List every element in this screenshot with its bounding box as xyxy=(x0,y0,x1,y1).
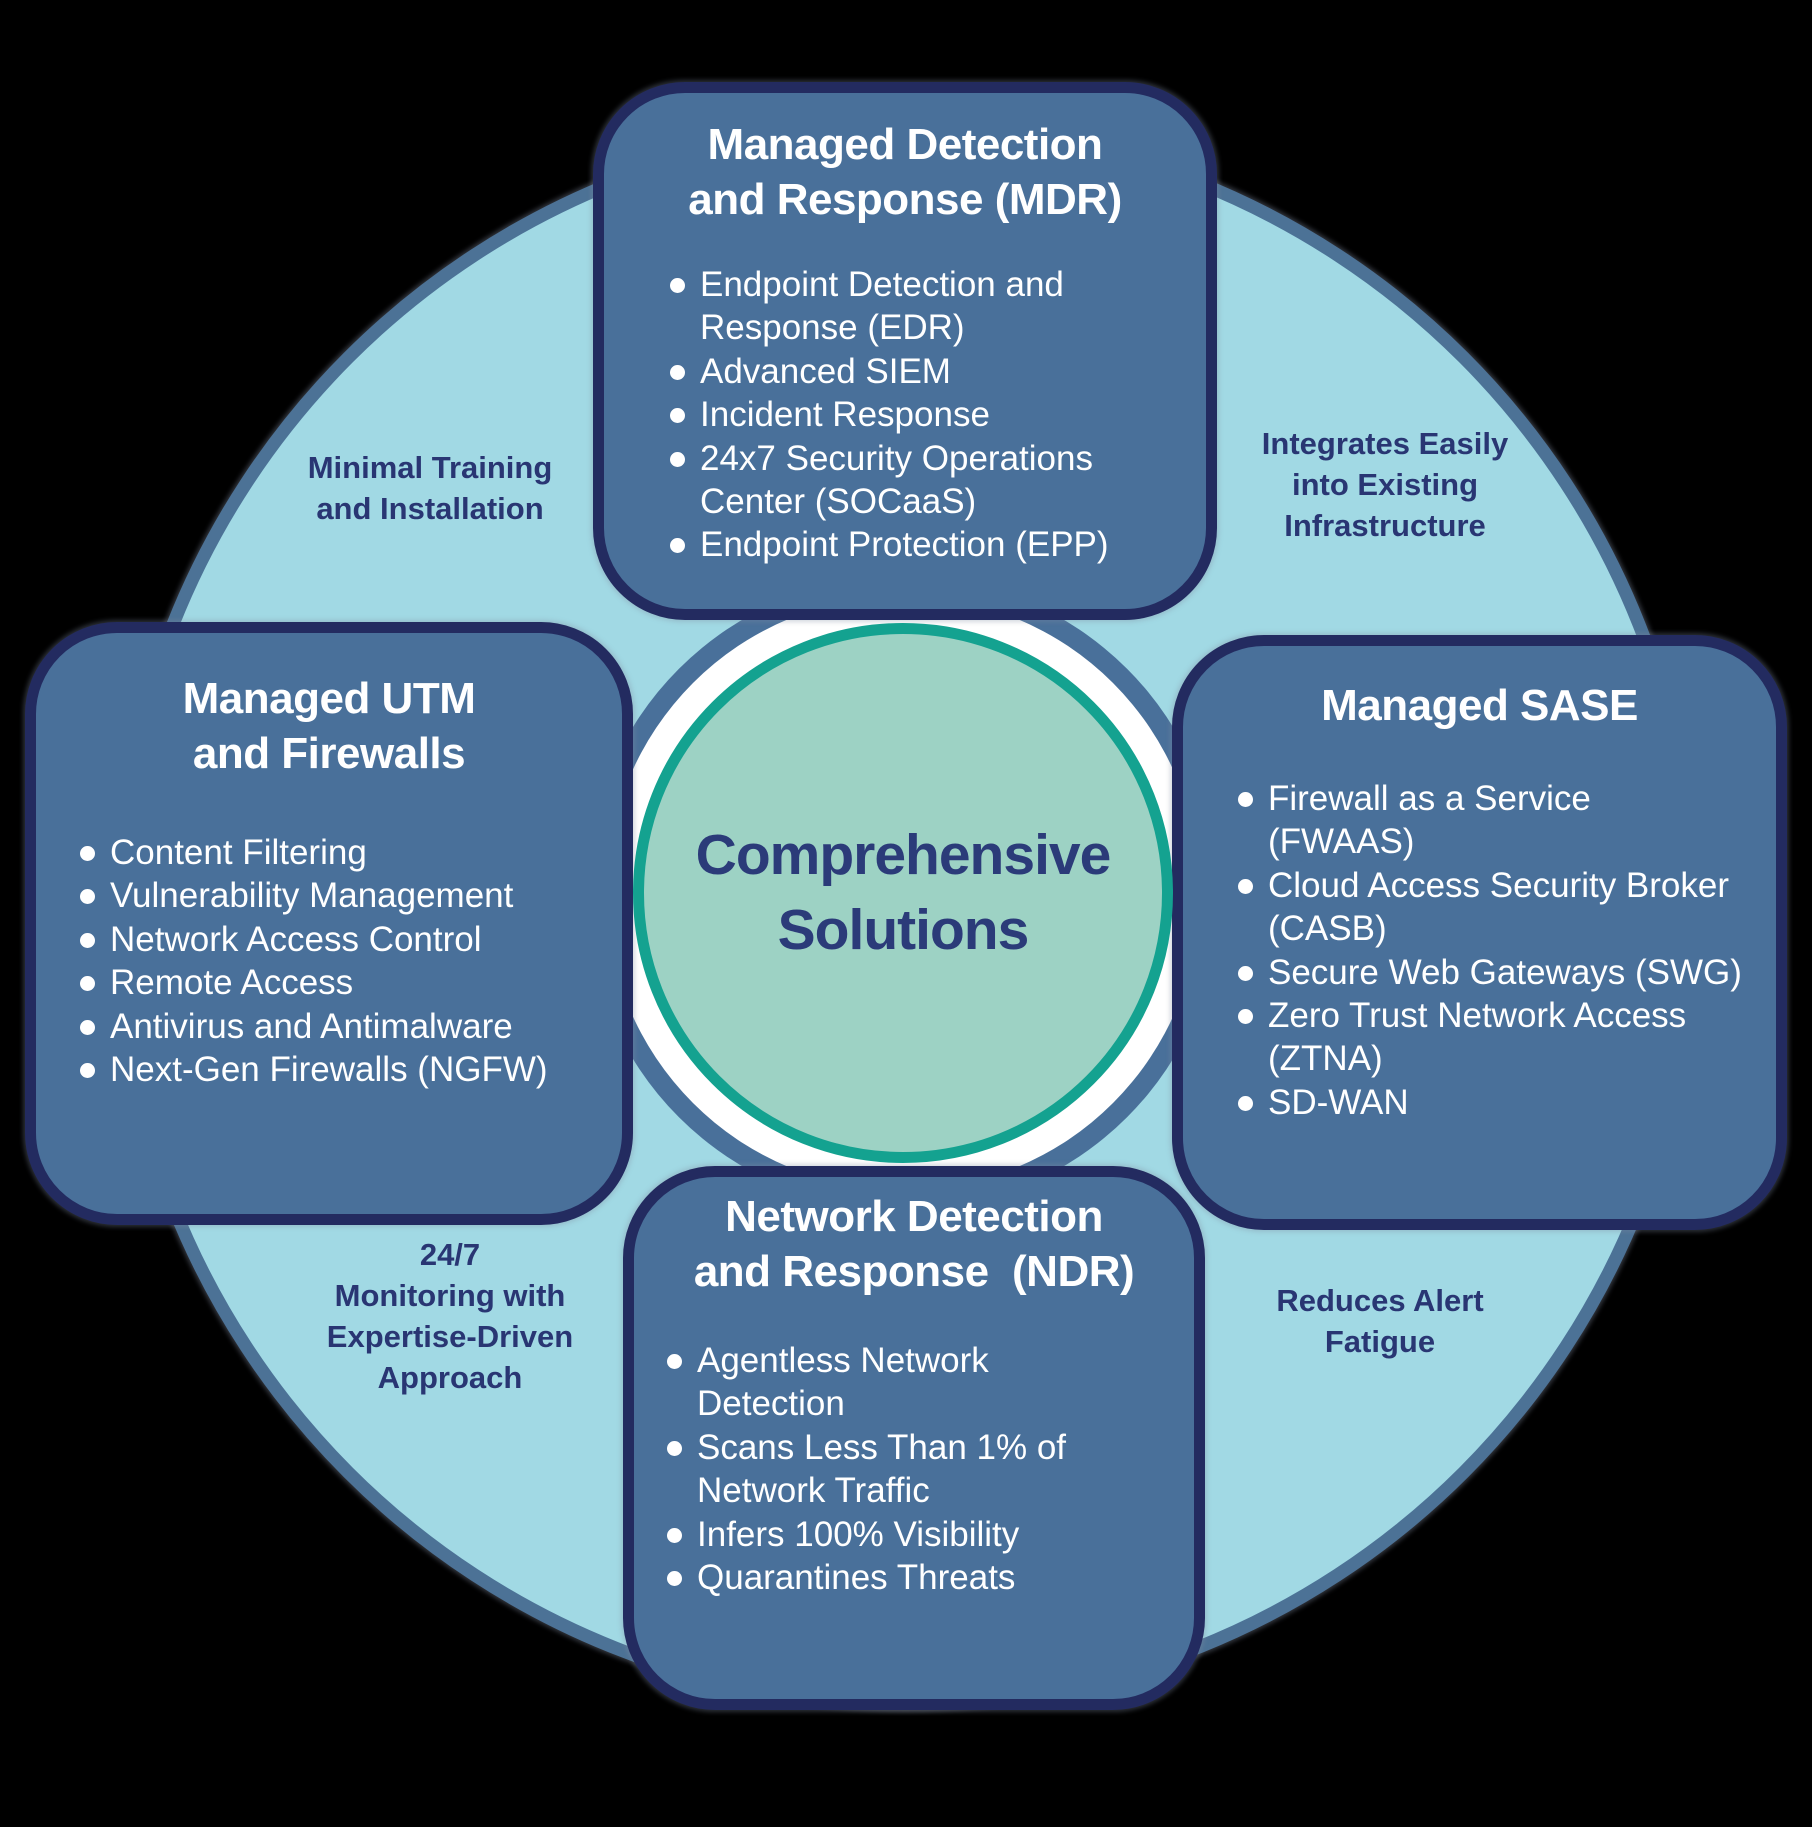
box-mdr: Managed Detection and Response (MDR) End… xyxy=(593,82,1217,620)
list-item: Content Filtering xyxy=(80,831,604,874)
caption-minimal-training: Minimal Training and Installation xyxy=(307,450,553,526)
list-item: Agentless Network Detection xyxy=(667,1339,1168,1426)
list-item: Zero Trust Network Access (ZTNA) xyxy=(1238,994,1758,1081)
box-sase: Managed SASE Firewall as a Service (FWAA… xyxy=(1172,635,1787,1230)
list-item: Antivirus and Antimalware xyxy=(80,1005,604,1048)
list-item: Endpoint Detection and Response (EDR) xyxy=(670,263,1180,350)
list-item: Infers 100% Visibility xyxy=(667,1513,1168,1556)
box-ndr-title: Network Detection and Response (NDR) xyxy=(693,1192,1135,1296)
list-item: Cloud Access Security Broker (CASB) xyxy=(1238,864,1758,951)
box-utm-firewalls: Managed UTM and Firewalls Content Filter… xyxy=(25,622,633,1225)
list-item: Secure Web Gateways (SWG) xyxy=(1238,951,1758,994)
box-utm-firewalls-list: Content Filtering Vulnerability Manageme… xyxy=(80,831,604,1091)
box-ndr: Network Detection and Response (NDR) Age… xyxy=(623,1166,1205,1710)
caption-247-monitoring: 24/7 Monitoring with Expertise-Driven Ap… xyxy=(326,1237,574,1395)
caption-integrates-easily: Integrates Easily into Existing Infrastr… xyxy=(1261,426,1509,543)
box-ndr-list: Agentless Network Detection Scans Less T… xyxy=(667,1339,1168,1599)
box-mdr-list: Endpoint Detection and Response (EDR) Ad… xyxy=(670,263,1180,567)
list-item: Incident Response xyxy=(670,393,1180,436)
list-item: Scans Less Than 1% of Network Traffic xyxy=(667,1426,1168,1513)
list-item: Vulnerability Management xyxy=(80,874,604,917)
box-mdr-title: Managed Detection and Response (MDR) xyxy=(688,120,1122,224)
list-item: Quarantines Threats xyxy=(667,1556,1168,1599)
box-sase-list: Firewall as a Service (FWAAS) Cloud Acce… xyxy=(1238,777,1758,1124)
center-title: Comprehensive Solutions xyxy=(695,822,1112,962)
list-item: Network Access Control xyxy=(80,918,604,961)
list-item: Endpoint Protection (EPP) xyxy=(670,523,1180,566)
list-item: Firewall as a Service (FWAAS) xyxy=(1238,777,1758,864)
center-circle: Comprehensive Solutions xyxy=(633,623,1173,1163)
caption-reduces-alert-fatigue: Reduces Alert Fatigue xyxy=(1276,1283,1484,1359)
list-item: 24x7 Security Operations Center (SOCaaS) xyxy=(670,437,1180,524)
box-utm-firewalls-title: Managed UTM and Firewalls xyxy=(182,674,476,778)
box-sase-title: Managed SASE xyxy=(1321,681,1638,730)
list-item: Advanced SIEM xyxy=(670,350,1180,393)
list-item: Remote Access xyxy=(80,961,604,1004)
list-item: Next-Gen Firewalls (NGFW) xyxy=(80,1048,604,1091)
list-item: SD-WAN xyxy=(1238,1081,1758,1124)
